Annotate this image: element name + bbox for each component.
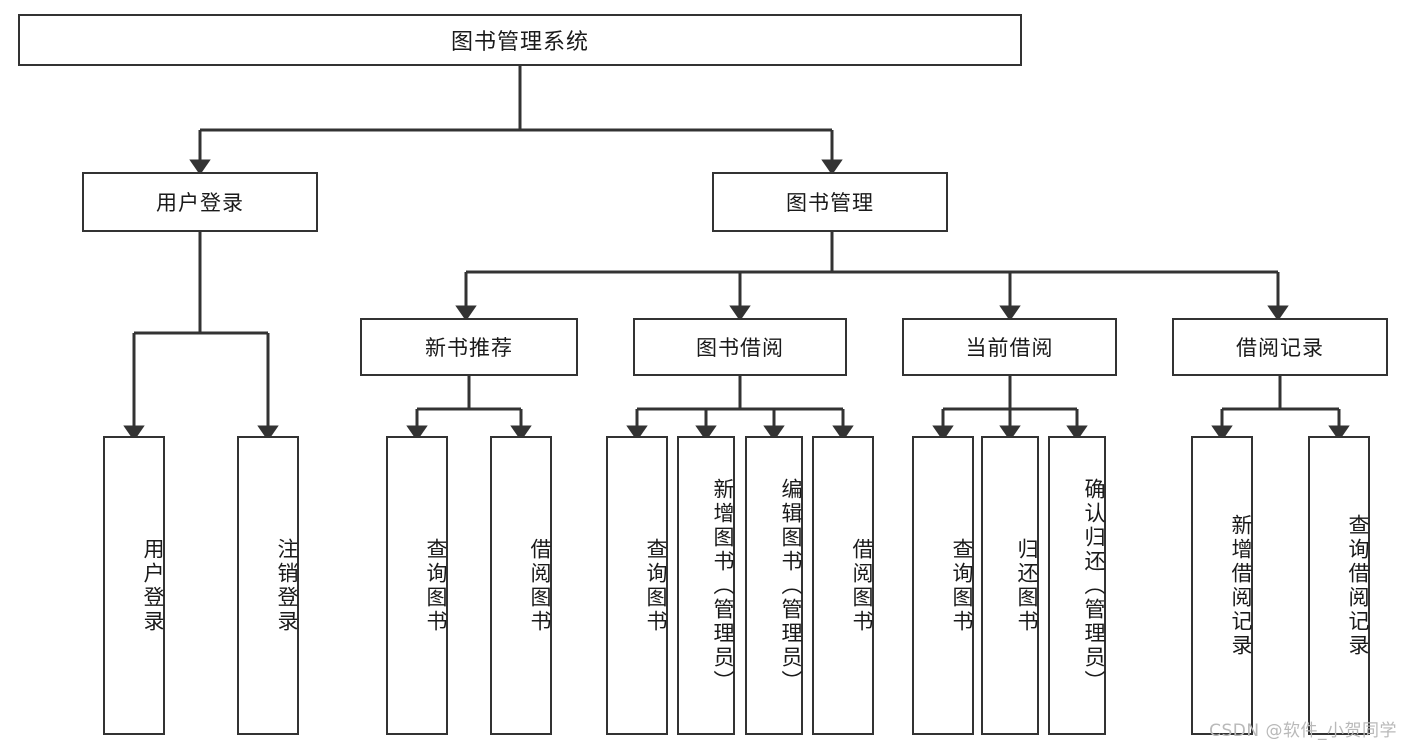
leaf-query-book-borrow[interactable]: 查询图书	[606, 436, 668, 735]
leaf-query-book-recommend[interactable]: 查询图书	[386, 436, 448, 735]
leaf-user-login[interactable]: 用户登录	[103, 436, 165, 735]
leaf-borrow-book-recommend[interactable]: 借阅图书	[490, 436, 552, 735]
leaf-add-borrow-record[interactable]: 新增借阅记录	[1191, 436, 1253, 735]
node-book-management[interactable]: 图书管理	[712, 172, 948, 232]
leaf-confirm-return-admin[interactable]: 确认归还（管理员）	[1048, 436, 1106, 735]
node-new-book-recommend[interactable]: 新书推荐	[360, 318, 578, 376]
csdn-watermark: CSDN @软件_小贺同学	[1209, 721, 1397, 741]
leaf-query-book-current[interactable]: 查询图书	[912, 436, 974, 735]
node-current-borrow[interactable]: 当前借阅	[902, 318, 1117, 376]
leaf-query-borrow-record[interactable]: 查询借阅记录	[1308, 436, 1370, 735]
leaf-logout[interactable]: 注销登录	[237, 436, 299, 735]
leaf-edit-book-admin[interactable]: 编辑图书（管理员）	[745, 436, 803, 735]
node-borrow-record[interactable]: 借阅记录	[1172, 318, 1388, 376]
node-book-borrow[interactable]: 图书借阅	[633, 318, 847, 376]
leaf-return-book[interactable]: 归还图书	[981, 436, 1039, 735]
leaf-add-book-admin[interactable]: 新增图书（管理员）	[677, 436, 735, 735]
leaf-borrow-book[interactable]: 借阅图书	[812, 436, 874, 735]
node-user-login[interactable]: 用户登录	[82, 172, 318, 232]
node-root-system[interactable]: 图书管理系统	[18, 14, 1022, 66]
